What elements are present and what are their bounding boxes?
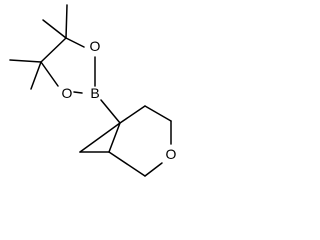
bond-methyl-upper-1 <box>65 4 68 39</box>
atom-label-oxygen-bottom: O <box>62 85 73 101</box>
chemical-structure-diagram: O O B O <box>9 4 177 177</box>
bond-c2-c3 <box>144 105 172 122</box>
bond-b-c1 <box>100 99 121 124</box>
bond-o-bottom-b <box>73 91 83 94</box>
bond-c-lower-o-bottom <box>40 61 59 87</box>
bond-c1-c7 <box>79 122 121 153</box>
bond-o-top-c-upper <box>65 37 85 48</box>
bond-c1-c2 <box>119 105 146 124</box>
atom-label-oxane-oxygen: O <box>166 146 177 162</box>
atom-label-boron: B <box>90 85 99 101</box>
bond-methyl-upper-2 <box>42 19 67 39</box>
bond-c1-c6 <box>108 122 121 153</box>
bond-c4-c6 <box>108 151 146 177</box>
bond-methyl-lower-2 <box>30 61 42 90</box>
atom-label-oxygen-top: O <box>90 38 101 54</box>
bond-c-upper-c-lower <box>40 37 67 63</box>
bond-o-c4 <box>144 162 163 177</box>
bond-methyl-lower-1 <box>9 59 42 63</box>
